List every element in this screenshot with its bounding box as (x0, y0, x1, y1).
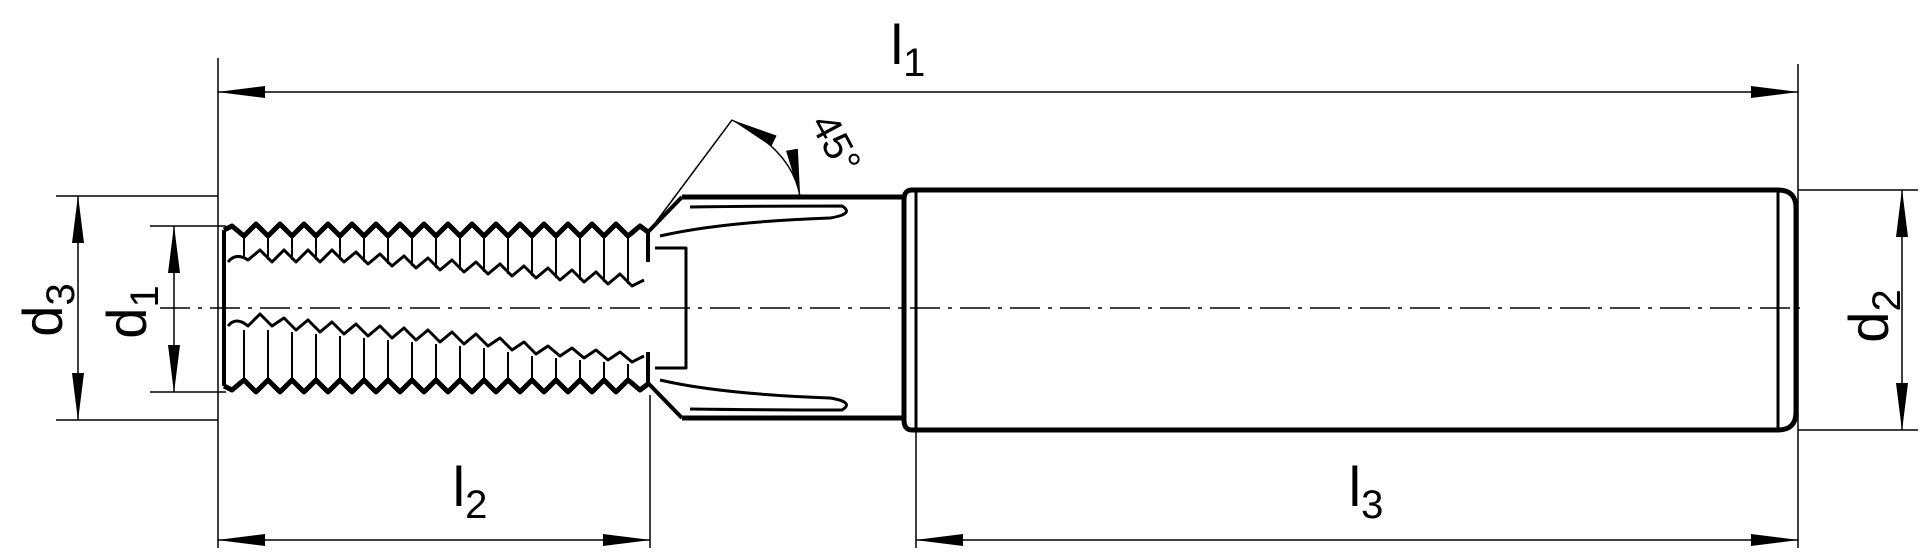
flute-lower-edge (226, 312, 645, 364)
flute-end-upper (659, 204, 848, 238)
chamfer-bottom (646, 352, 684, 420)
dimension-lines (72, 86, 1908, 546)
thread-profile-bottom (222, 377, 650, 395)
shank-outline (901, 187, 1799, 433)
label-l3: l3 (1349, 455, 1384, 527)
label-l1: l1 (891, 13, 926, 85)
thread-profile-top (222, 221, 650, 239)
label-d1: d1 (95, 285, 167, 338)
tool-body (222, 187, 1799, 433)
chamfer-top (646, 195, 684, 262)
label-d3: d3 (11, 283, 83, 336)
thread-crest-hatching (243, 238, 629, 378)
label-d2: d2 (1837, 289, 1909, 342)
flute-end-lower (659, 378, 848, 412)
flute-upper-edge (226, 248, 645, 288)
extension-lines (56, 58, 1918, 548)
label-l2: l2 (453, 455, 488, 527)
label-angle: 45° (802, 107, 869, 181)
angle-arc (731, 119, 801, 197)
